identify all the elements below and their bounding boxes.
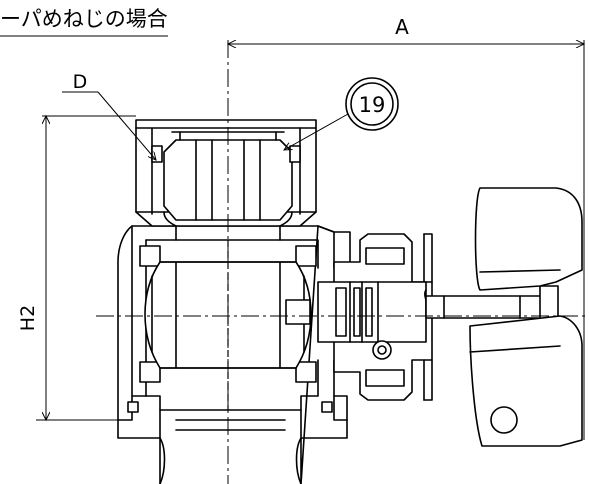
dimension-a-label: A (395, 15, 409, 39)
top-nut (135, 119, 317, 241)
part-balloon-19: 19 (284, 77, 399, 150)
callout-d: D (62, 71, 156, 160)
part-number-label: 19 (359, 93, 386, 117)
handle-hole (490, 406, 518, 434)
valve-body (117, 225, 351, 484)
dimension-h2: H2 (17, 116, 136, 420)
caption-text: ーパめねじの場合 (0, 7, 168, 31)
handle-lever (469, 187, 583, 447)
dimension-a: A (228, 15, 584, 440)
stem-assembly (285, 233, 559, 401)
dimension-h2-label: H2 (17, 305, 39, 331)
callout-d-label: D (73, 71, 88, 93)
